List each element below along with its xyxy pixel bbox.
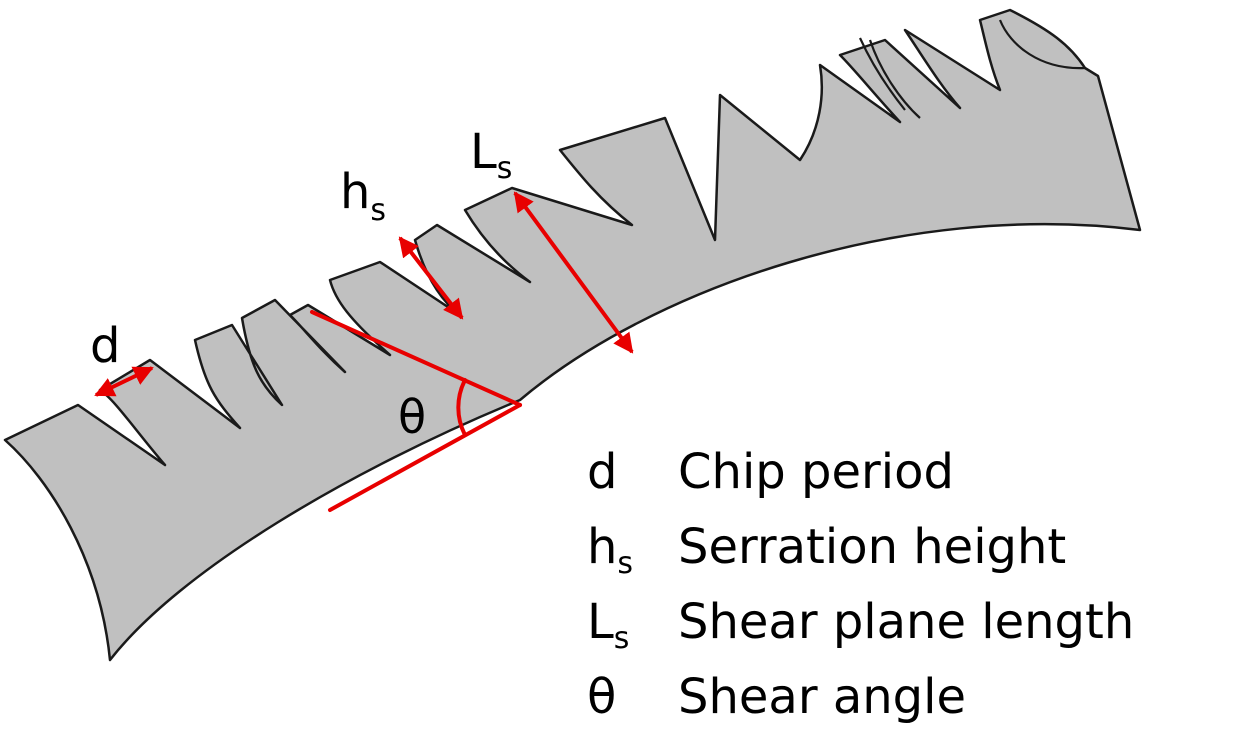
- ls-arrow: [513, 191, 634, 354]
- d-label: d: [90, 318, 120, 374]
- dimension-arrows: [94, 191, 634, 397]
- hs-arrow: [398, 236, 464, 320]
- legend-description: Serration height: [678, 519, 1066, 575]
- legend-row-chip-period: d Chip period: [587, 444, 954, 500]
- legend-row-shear-plane-length: Ls Shear plane length: [587, 594, 1134, 656]
- legend: d Chip period hs Serration height Ls She…: [587, 444, 1134, 725]
- shear-plane-line: [310, 310, 522, 407]
- hs-label-main: h: [340, 164, 370, 220]
- tangent-line: [328, 403, 522, 512]
- theta-arc: [456, 378, 467, 437]
- legend-symbol: d: [587, 444, 617, 500]
- theta-label: θ: [398, 390, 426, 444]
- legend-description: Shear plane length: [678, 594, 1134, 650]
- serration-notches: [858, 19, 1086, 119]
- hs-label-sub: s: [370, 193, 386, 228]
- legend-symbol: θ: [587, 669, 616, 725]
- hs-label: hs: [340, 164, 386, 228]
- legend-symbol: hs: [587, 519, 633, 581]
- legend-description: Shear angle: [678, 669, 966, 725]
- legend-row-serration-height: hs Serration height: [587, 519, 1066, 581]
- ls-label-main: L: [470, 124, 497, 180]
- legend-description: Chip period: [678, 444, 954, 500]
- legend-row-shear-angle: θ Shear angle: [587, 669, 966, 725]
- legend-symbol: Ls: [587, 594, 629, 656]
- shear-angle-lines: [310, 310, 522, 512]
- ls-label-sub: s: [497, 151, 513, 186]
- d-arrow: [94, 366, 154, 397]
- ls-label: Ls: [470, 124, 512, 186]
